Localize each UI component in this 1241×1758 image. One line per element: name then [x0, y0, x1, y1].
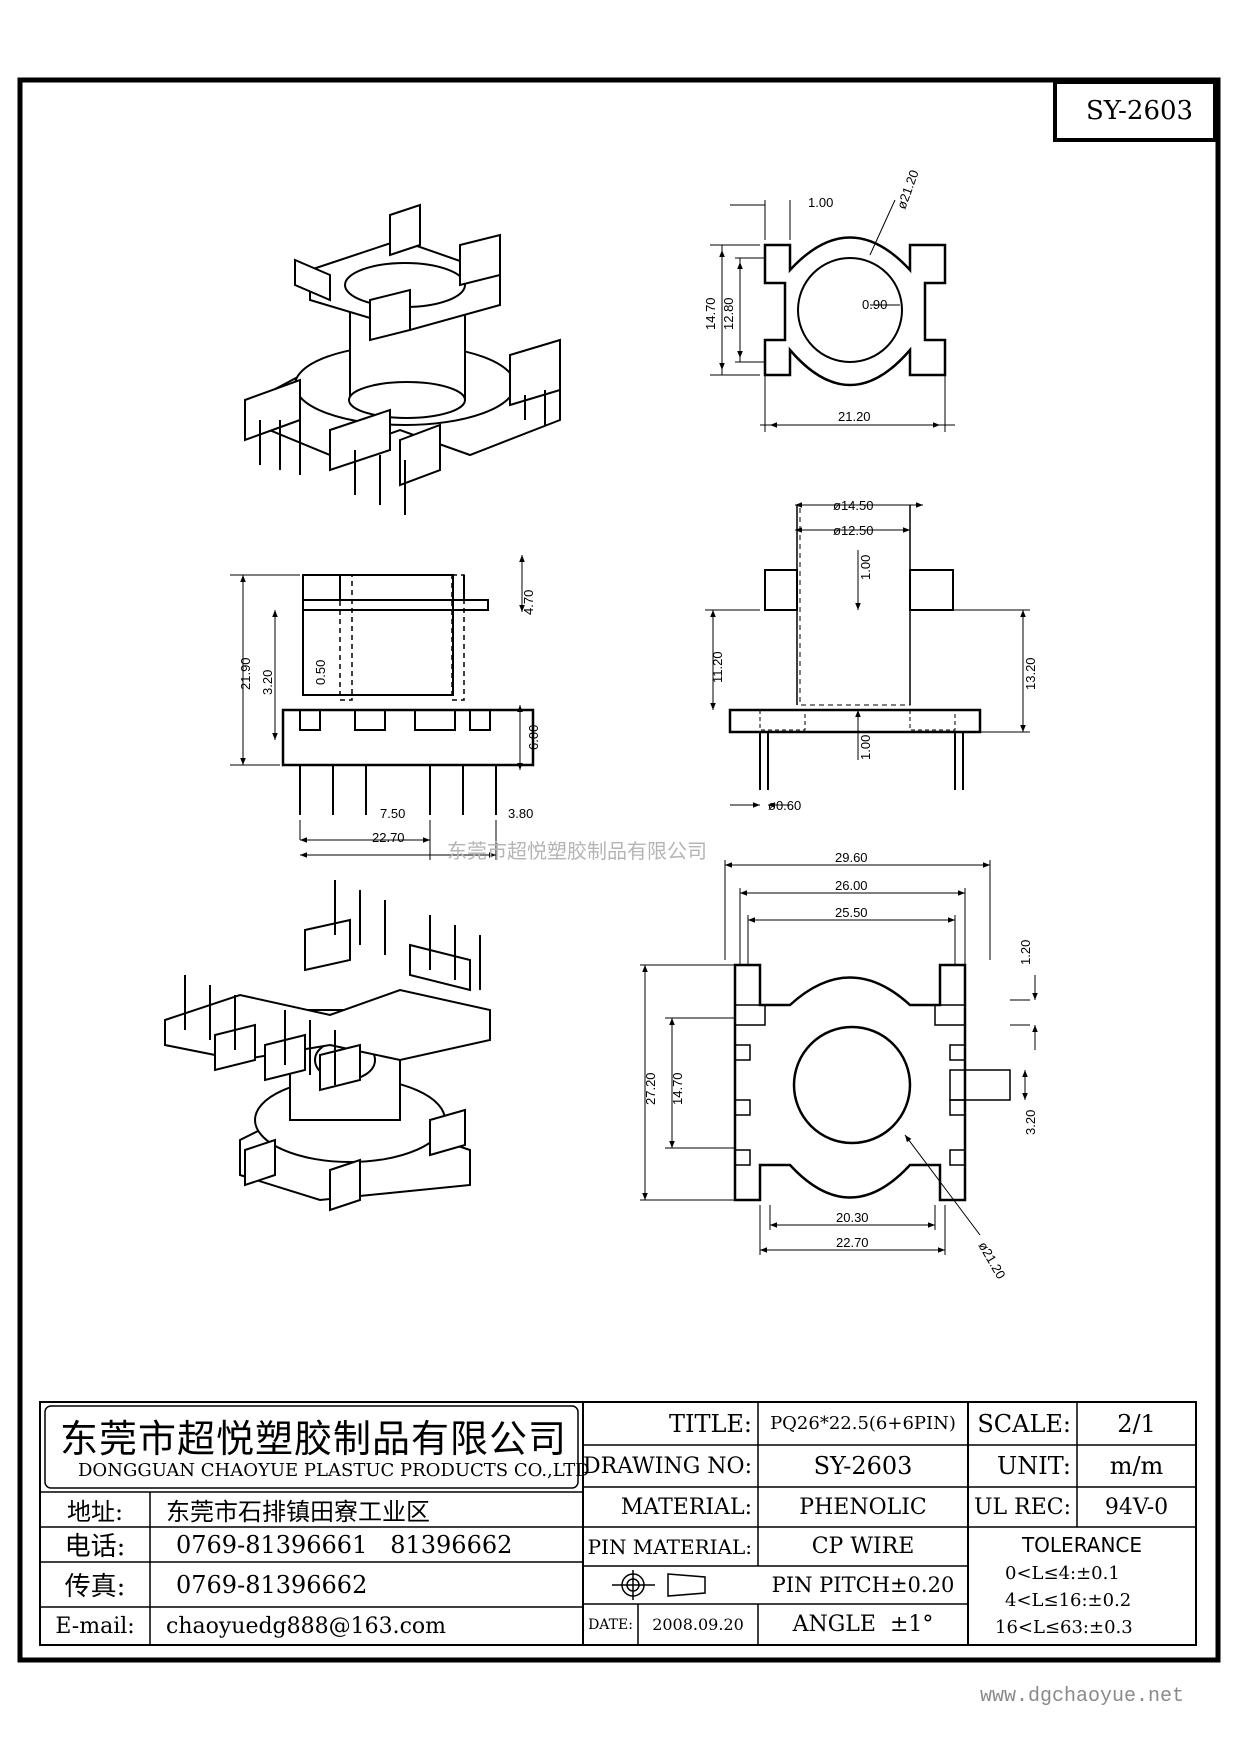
bottom-view-dim-10: ø21.20	[975, 1239, 1008, 1282]
right-view-dim-3: 1.00	[858, 555, 873, 580]
title-block-grid	[39, 1401, 1197, 1646]
pin-material-value: CP WIRE	[811, 1534, 915, 1559]
address-label: 地址:	[66, 1498, 124, 1526]
unit-label: UNIT:	[997, 1452, 1071, 1480]
bottom-view-dim-3: 25.50	[835, 905, 868, 920]
scale-label: SCALE:	[977, 1409, 1071, 1438]
right-view-dim-7: ø0.60	[768, 798, 801, 813]
title-value: PQ26*22.5(6+6PIN)	[770, 1413, 956, 1434]
title-label: TITLE:	[668, 1409, 752, 1438]
iso-view-top	[244, 203, 561, 515]
left-view-dim-6: 7.50	[380, 806, 405, 821]
side-view-right	[728, 504, 982, 790]
company-name-en: DONGGUAN CHAOYUE PLASTUC PRODUCTS CO.,LT…	[78, 1460, 590, 1481]
tolerance-row-1: 0<L≤4:±0.1	[1005, 1563, 1120, 1584]
left-view-dim-8: 22.70	[372, 830, 405, 845]
ul-rec-value: 94V-0	[1104, 1494, 1169, 1520]
company-name-cn: 东莞市超悦塑胶制品有限公司	[60, 1417, 568, 1461]
top-view-dim-1: 1.00	[808, 195, 833, 210]
date-label: DATE:	[588, 1616, 633, 1633]
right-view-dim-6: 1.00	[858, 735, 873, 760]
tolerance-row-2: 4<L≤16:±0.2	[1005, 1590, 1132, 1611]
right-view-dim-5: 13.20	[1023, 657, 1038, 690]
tolerance-row-3: 16<L≤63:±0.3	[995, 1617, 1133, 1638]
left-view-dim-7: 3.80	[508, 806, 533, 821]
part-number-box	[1053, 80, 1217, 142]
top-view-dim-2: ø21.20	[894, 168, 922, 211]
left-view-dim-4: 0.50	[313, 660, 328, 685]
email-label: E-mail:	[55, 1613, 135, 1639]
top-view-dim-3: 14.70	[703, 297, 718, 330]
bottom-view-dim-1: 29.60	[835, 850, 868, 865]
bottom-view-dim-4: 1.20	[1018, 940, 1033, 965]
tolerance-heading: TOLERANCE	[1021, 1533, 1143, 1557]
part-number: SY-2603	[1086, 96, 1194, 126]
address-value: 东莞市石排镇田寮工业区	[166, 1498, 430, 1526]
bottom-view-dim-8: 20.30	[836, 1210, 869, 1225]
pin-material-label: PIN MATERIAL:	[587, 1534, 752, 1559]
bottom-view-dim-2: 26.00	[835, 878, 868, 893]
bottom-view-dim-6: 14.70	[670, 1072, 685, 1105]
bottom-view-dim-7: 3.20	[1023, 1110, 1038, 1135]
top-view-dim-5: 0.90	[862, 297, 887, 312]
material-value: PHENOLIC	[799, 1494, 927, 1520]
left-view-dim-3: 3.20	[260, 670, 275, 695]
website-url: www.dgchaoyue.net	[980, 1685, 1185, 1708]
bottom-view-dim-9: 22.70	[836, 1235, 869, 1250]
bottom-view-dim-5: 27.20	[643, 1072, 658, 1105]
phone-value: 0769-81396661 81396662	[176, 1530, 513, 1559]
left-view-dim-5: 6.00	[526, 725, 541, 750]
projection-symbol-icon	[612, 1570, 706, 1600]
ul-rec-label: UL REC:	[973, 1494, 1071, 1520]
phone-label: 电话:	[64, 1532, 126, 1562]
center-watermark: 东莞市超悦塑胶制品有限公司	[447, 839, 707, 863]
bottom-view	[733, 963, 1011, 1202]
email-value: chaoyuedg888@163.com	[166, 1613, 447, 1639]
left-view-dim-1: 4.70	[521, 590, 536, 615]
unit-value: m/m	[1109, 1452, 1164, 1480]
right-view-dim-2: ø12.50	[833, 523, 873, 538]
drawing-no-value: SY-2603	[813, 1452, 913, 1480]
date-value: 2008.09.20	[652, 1615, 744, 1634]
top-view	[710, 199, 955, 432]
iso-view-bottom	[164, 880, 491, 1212]
top-view-dim-6: 21.20	[838, 409, 871, 424]
side-view-left	[281, 574, 535, 815]
outer-frame	[17, 77, 1221, 1663]
material-label: MATERIAL:	[620, 1494, 752, 1520]
pin-pitch: PIN PITCH±0.20	[771, 1573, 955, 1597]
angle-tolerance: ANGLE ±1°	[792, 1612, 934, 1637]
drawing-no-label: DRAWING NO:	[582, 1453, 752, 1479]
top-view-dim-4: 12.80	[721, 297, 736, 330]
right-view-dim-4: 11.20	[710, 651, 725, 683]
fax-label: 传真:	[64, 1572, 126, 1602]
left-view-dim-2: 21.90	[238, 657, 253, 690]
right-view-dim-1: ø14.50	[833, 498, 873, 513]
fax-value: 0769-81396662	[176, 1570, 368, 1599]
scale-value: 2/1	[1117, 1409, 1156, 1438]
